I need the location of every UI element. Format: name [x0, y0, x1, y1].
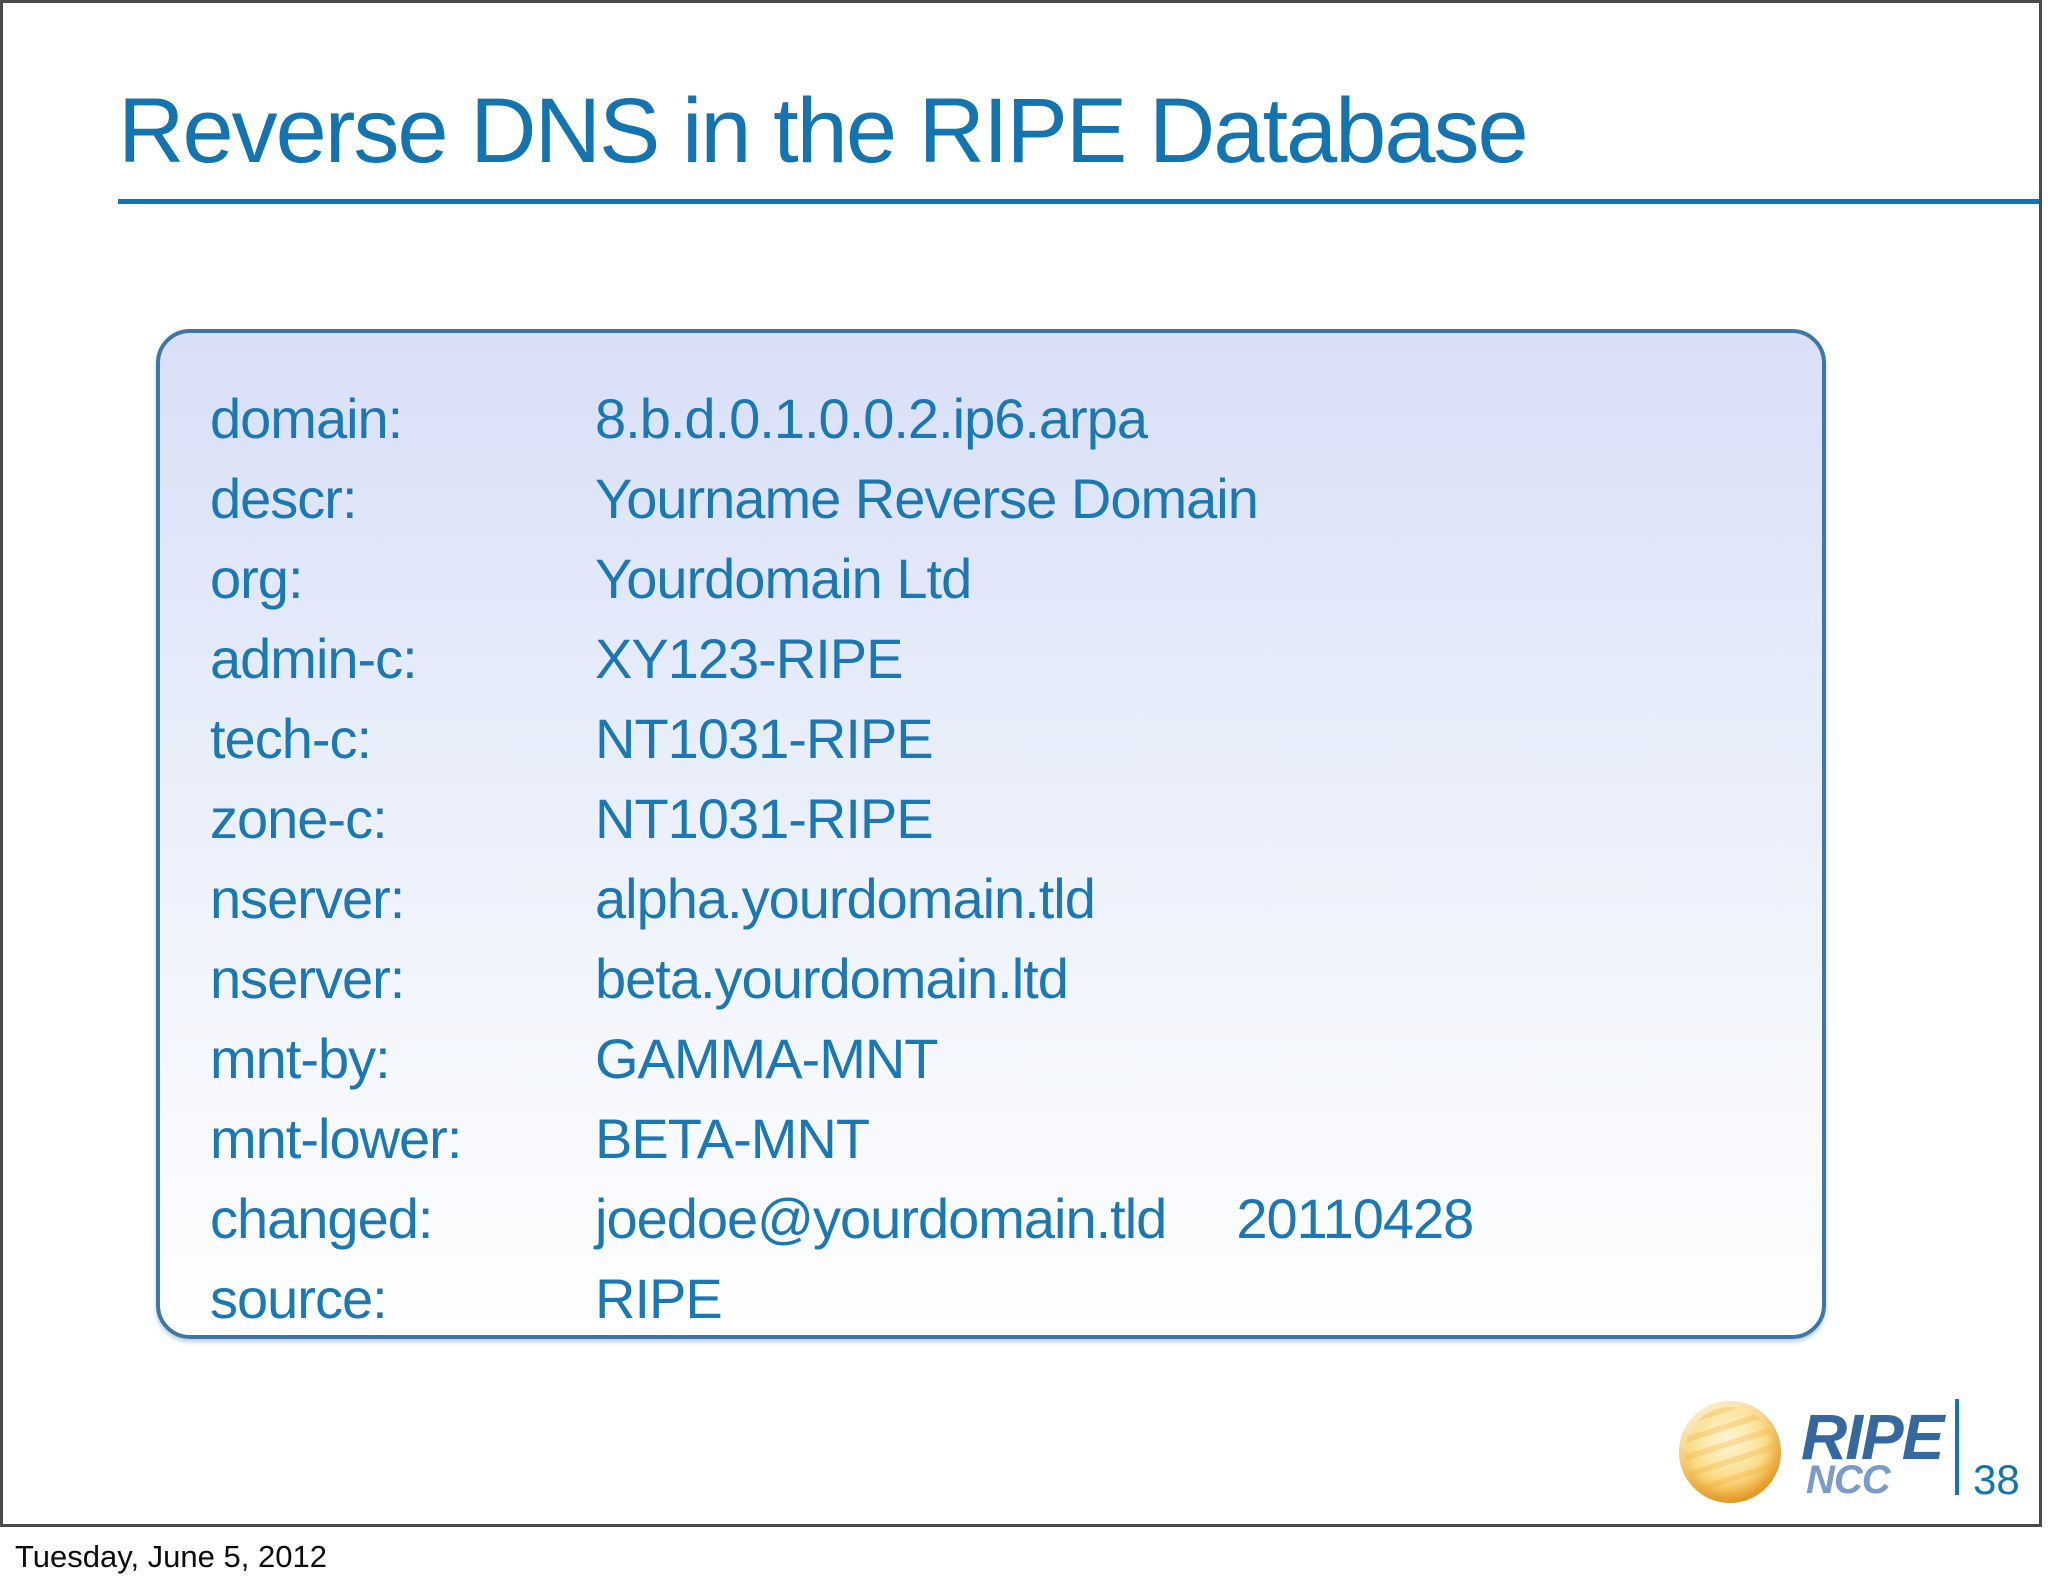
- record-label: tech-c:: [210, 707, 372, 770]
- record-label: source:: [210, 1267, 388, 1330]
- brand-divider: [1955, 1399, 1959, 1495]
- record-value: alpha.yourdomain.tld: [595, 867, 1096, 930]
- record-row: admin-c: XY123-RIPE: [210, 619, 1802, 699]
- record-label: org:: [210, 547, 304, 610]
- record-row: nserver: beta.yourdomain.ltd: [210, 939, 1802, 1019]
- record-row: zone-c: NT1031-RIPE: [210, 779, 1802, 859]
- record-label: mnt-lower:: [210, 1107, 462, 1170]
- record-label: descr:: [210, 467, 358, 530]
- record-value: NT1031-RIPE: [595, 787, 934, 850]
- record-value: XY123-RIPE: [595, 627, 903, 690]
- record-label: domain:: [210, 387, 403, 450]
- record-value: 8.b.d.0.1.0.0.2.ip6.arpa: [595, 387, 1148, 450]
- record-row: tech-c: NT1031-RIPE: [210, 699, 1802, 779]
- record-label: changed:: [210, 1187, 433, 1250]
- record-row: domain: 8.b.d.0.1.0.0.2.ip6.arpa: [210, 379, 1802, 459]
- slide-title: Reverse DNS in the RIPE Database: [118, 80, 1529, 182]
- record-row: mnt-lower: BETA-MNT: [210, 1099, 1802, 1179]
- record-value: joedoe@yourdomain.tld: [595, 1187, 1167, 1250]
- title-underline: [118, 199, 2039, 204]
- record-value: GAMMA-MNT: [595, 1027, 939, 1090]
- brand-ncc-text: NCC: [1806, 1458, 1891, 1502]
- record-label: mnt-by:: [210, 1027, 391, 1090]
- record-label: nserver:: [210, 947, 405, 1010]
- record-value: NT1031-RIPE: [595, 707, 934, 770]
- page-number: 38: [1973, 1456, 2020, 1503]
- slide: Reverse DNS in the RIPE Database domain:…: [0, 0, 2042, 1527]
- record-row: nserver: alpha.yourdomain.tld: [210, 859, 1802, 939]
- record-row: changed: joedoe@yourdomain.tld 20110428: [210, 1179, 1802, 1259]
- record-row: org: Yourdomain Ltd: [210, 539, 1802, 619]
- record-row: mnt-by: GAMMA-MNT: [210, 1019, 1802, 1099]
- record-row: source: RIPE: [210, 1259, 1802, 1339]
- ripe-ncc-globe-icon: [1679, 1401, 1781, 1503]
- record-value: Yourdomain Ltd: [595, 547, 972, 610]
- record-label: zone-c:: [210, 787, 388, 850]
- record-box: domain: 8.b.d.0.1.0.0.2.ip6.arpa descr: You…: [156, 329, 1826, 1339]
- record-label: admin-c:: [210, 627, 418, 690]
- footer-date: Tuesday, June 5, 2012: [15, 1539, 327, 1574]
- record-value: Yourname Reverse Domain: [595, 467, 1259, 530]
- record-value: beta.yourdomain.ltd: [595, 947, 1069, 1010]
- record-value: BETA-MNT: [595, 1107, 870, 1170]
- record-rows: domain: 8.b.d.0.1.0.0.2.ip6.arpa descr: You…: [210, 379, 1802, 1339]
- brand-ripe-text: RIPE: [1801, 1401, 1944, 1473]
- record-label: nserver:: [210, 867, 405, 930]
- record-row: descr: Yourname Reverse Domain: [210, 459, 1802, 539]
- record-value: RIPE: [595, 1267, 723, 1330]
- record-changed-date: 20110428: [1236, 1187, 1474, 1250]
